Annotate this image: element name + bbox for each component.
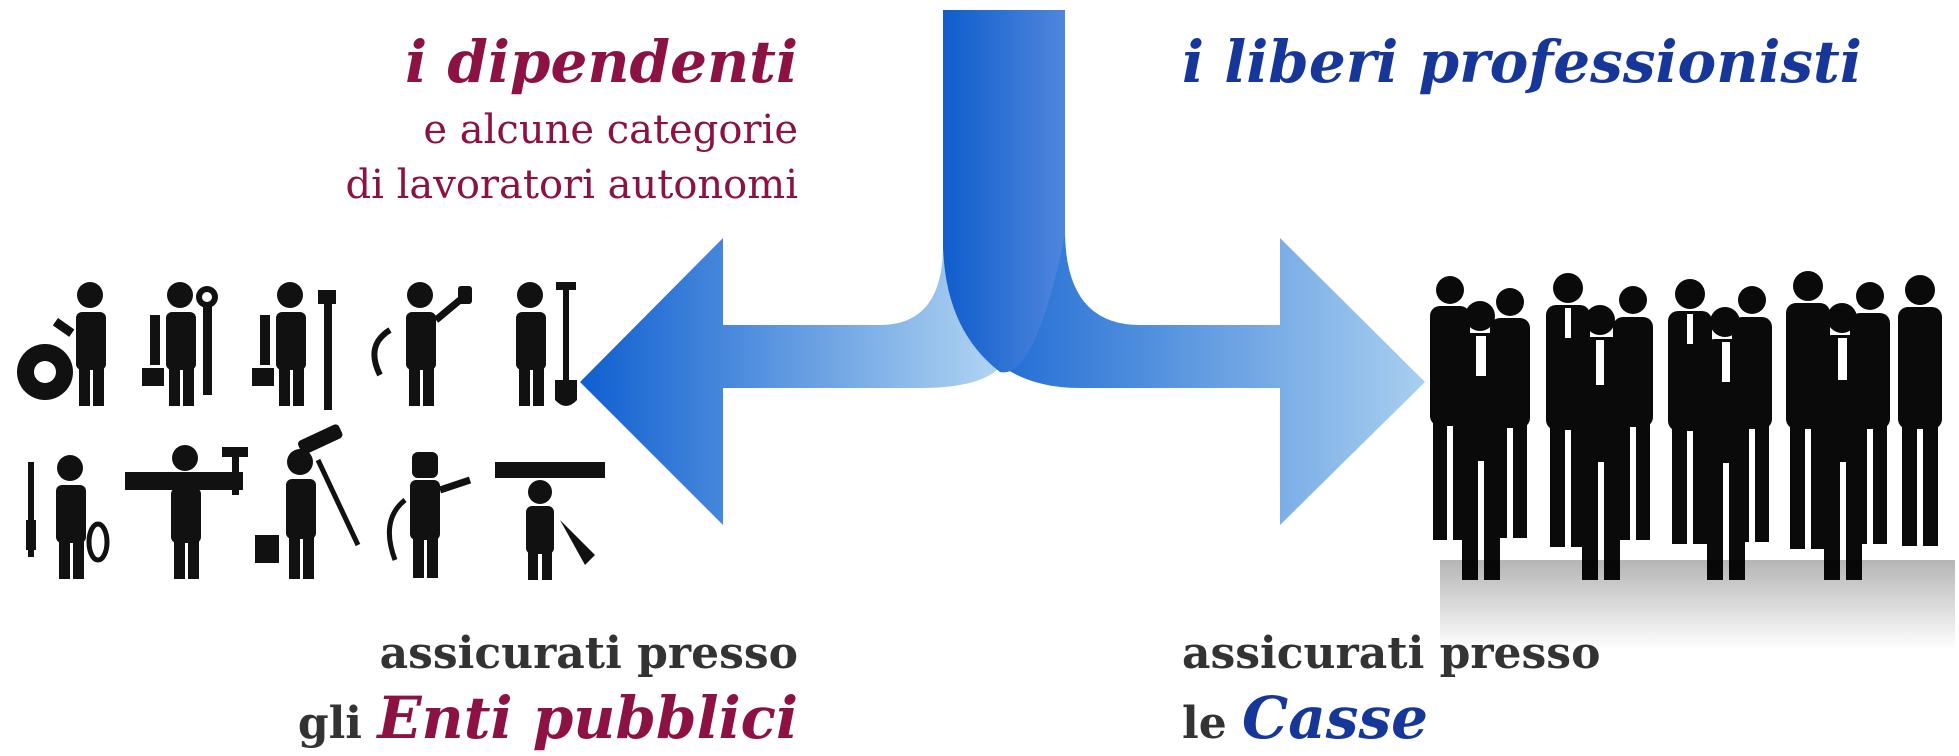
left-bottom-line2: gli Enti pubblici (298, 686, 798, 756)
worker-paint-roller-icon (255, 424, 361, 579)
left-subtitle: e alcune categorie di lavoratori autonom… (345, 103, 798, 213)
arrow-left-shape (580, 238, 1005, 525)
right-bottom-prefix: le (1182, 698, 1227, 749)
worker-pipe-wrench-icon (252, 282, 336, 410)
left-subtitle-line2: di lavoratori autonomi (345, 162, 798, 208)
right-bottom-caption: assicurati presso le Casse (1182, 622, 1600, 756)
shirt-details (1476, 308, 1847, 385)
worker-wrench-icon (142, 282, 218, 406)
workers-group (17, 282, 605, 580)
right-bottom-emphasis: Casse (1242, 684, 1428, 752)
left-bottom-prefix: gli (297, 698, 363, 749)
right-title: i liberi professionisti (1182, 28, 1862, 96)
left-bottom-emphasis: Enti pubblici (377, 684, 798, 752)
left-title: i dipendenti (405, 28, 798, 96)
left-bottom-line1: assicurati presso (379, 628, 798, 679)
worker-welder-icon (386, 452, 472, 578)
worker-shovel-icon (516, 282, 577, 406)
worker-saw-icon (495, 462, 605, 580)
arrow-stem (943, 10, 1065, 373)
worker-gear-icon (17, 282, 106, 406)
worker-hammer-icon (125, 445, 248, 579)
silhouette-reflection (1440, 560, 1955, 650)
left-bottom-caption: assicurati presso gli Enti pubblici (298, 622, 798, 756)
people-group (1430, 271, 1942, 580)
arrow-right-shape (943, 230, 1425, 525)
business-people-silhouette-icon (1430, 271, 1955, 650)
left-subtitle-line1: e alcune categorie (423, 107, 798, 153)
right-bottom-line2: le Casse (1182, 686, 1600, 756)
worker-plug-icon (371, 282, 472, 406)
worker-screwdriver-icon (26, 455, 110, 579)
right-bottom-line1: assicurati presso (1182, 628, 1601, 679)
